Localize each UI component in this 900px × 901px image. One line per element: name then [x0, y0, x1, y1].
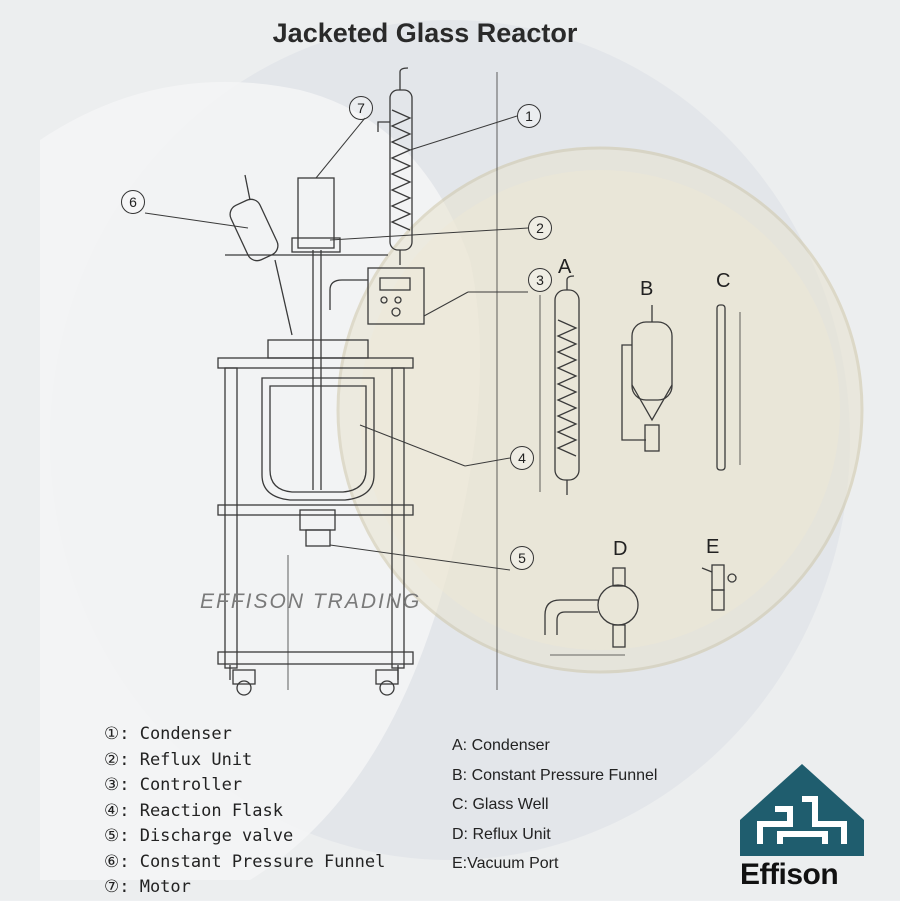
part-d-reflux-unit [544, 567, 639, 656]
part-label-c: C [716, 270, 731, 292]
part-e-vacuum-port [701, 564, 737, 611]
legend-item: ①: Condenser [104, 724, 232, 744]
watermark: EFFISON TRADING [200, 590, 422, 613]
part-label-a: A [558, 256, 572, 278]
effison-logo-text: Effison [740, 858, 839, 891]
callout-4: 4 [510, 446, 534, 470]
part-label-d: D [613, 538, 628, 560]
part-label-e: E [706, 536, 720, 558]
part-c-glass-well [716, 304, 741, 471]
legend-item: A: Condenser [452, 737, 550, 754]
page-title: Jacketed Glass Reactor [272, 18, 578, 48]
controller-box [367, 267, 425, 325]
callout-7: 7 [349, 96, 373, 120]
legend-item: ⑤: Discharge valve [104, 826, 294, 846]
part-b-funnel [621, 305, 673, 452]
legend-item: ③: Controller [104, 775, 243, 795]
part-label-b: B [640, 278, 654, 300]
caster-wheel-left [232, 669, 256, 696]
support-frame [217, 357, 414, 680]
reaction-flask [261, 339, 375, 547]
legend-numbered: ①: Condenser ②: Reflux Unit ③: Controlle… [104, 722, 385, 901]
callout-6: 6 [121, 190, 145, 214]
legend-lettered: A: Condenser B: Constant Pressure Funnel… [452, 731, 657, 879]
callout-2: 2 [528, 216, 552, 240]
callout-5: 5 [510, 546, 534, 570]
callout-3: 3 [528, 268, 552, 292]
legend-item: ⑦: Motor [104, 877, 191, 897]
legend-item: C: Glass Well [452, 796, 549, 813]
condenser-coil [377, 67, 413, 265]
caster-wheel-right [375, 669, 399, 696]
legend-item: ⑥: Constant Pressure Funnel [104, 851, 386, 872]
leader-lines [144, 115, 529, 571]
callout-1: 1 [517, 104, 541, 128]
legend-item: E:Vacuum Port [452, 855, 559, 872]
legend-item: B: Constant Pressure Funnel [452, 766, 658, 784]
legend-item: D: Reflux Unit [452, 825, 551, 843]
legend-item: ④: Reaction Flask [104, 800, 283, 821]
constant-pressure-funnel [229, 174, 293, 336]
part-a-condenser [539, 275, 580, 495]
effison-logo-icon [740, 764, 864, 856]
legend-item: ②: Reflux Unit [104, 749, 253, 770]
motor [291, 177, 341, 253]
